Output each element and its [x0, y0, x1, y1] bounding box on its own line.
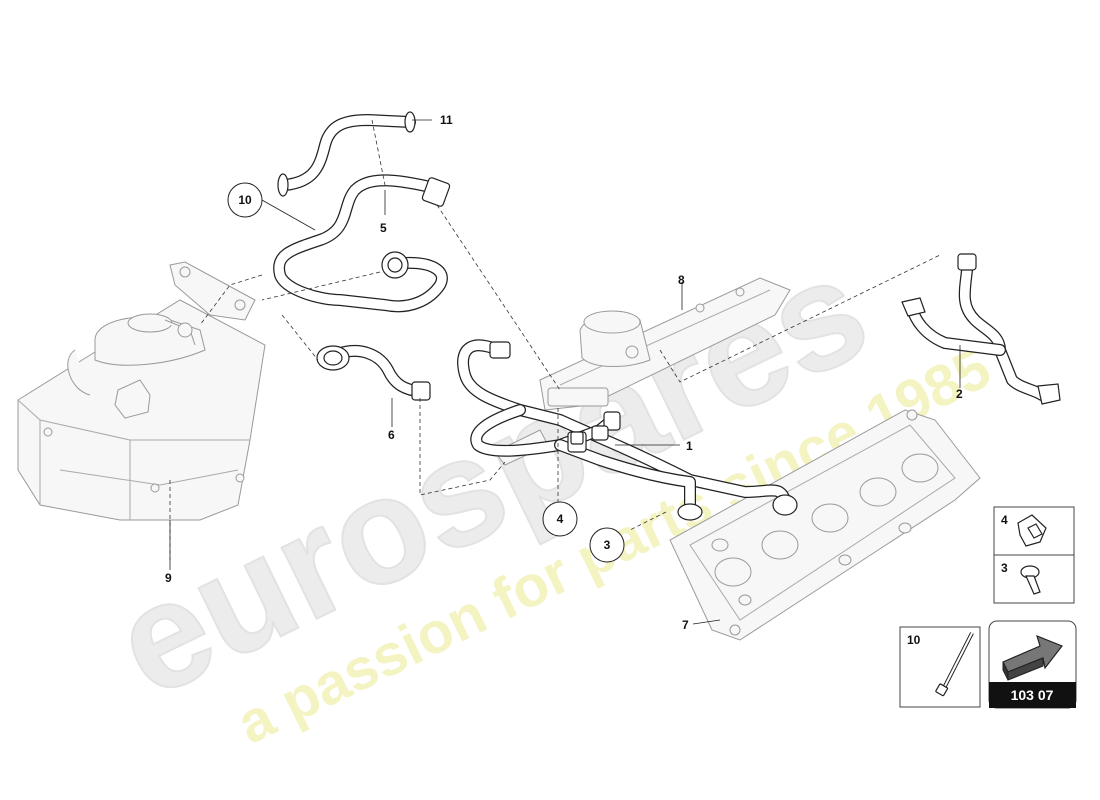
callouts: 11 5 10 8 2 6 1 4 3 7 9: [165, 113, 963, 632]
callout-11: 11: [440, 113, 453, 127]
legend-label-10: 10: [907, 633, 921, 647]
page-reference: 103 07: [1011, 687, 1054, 703]
cable-tie-icon: [935, 632, 974, 697]
part-6-hose: [316, 345, 431, 401]
part-9-reservoir: [17, 261, 266, 521]
callout-4: 4: [557, 512, 564, 526]
callout-1: 1: [686, 439, 693, 453]
small-parts: [570, 431, 584, 445]
page-reference-badge[interactable]: 103 07: [988, 620, 1077, 709]
callout-7: 7: [682, 618, 689, 632]
callout-8: 8: [678, 273, 685, 287]
callout-2: 2: [956, 387, 963, 401]
callout-3-circle: [589, 527, 625, 563]
callout-4-circle: [542, 501, 578, 537]
part-7-cylinder-head-cover: [669, 409, 981, 641]
callout-5: 5: [380, 221, 387, 235]
legend-label-4: 4: [1001, 513, 1008, 527]
part-2-hose: [901, 253, 1061, 405]
arrow-icon: [1002, 634, 1063, 681]
leader-lines: [169, 119, 961, 625]
callout-3: 3: [604, 538, 611, 552]
legend-label-3: 3: [1001, 561, 1008, 575]
part-1-hose-assembly: [457, 339, 798, 521]
part-5-hose: [273, 174, 451, 313]
callout-10: 10: [238, 193, 252, 207]
head-cover-ports: [711, 453, 939, 606]
clip-icon: [1017, 514, 1047, 547]
legend-panel: 4 3 10 103 07: [899, 506, 1077, 709]
part-11-hose: [277, 111, 416, 197]
bolt-icon: [1020, 565, 1041, 595]
part-8-oil-separator: [494, 277, 791, 466]
callout-9: 9: [165, 571, 172, 585]
callout-10-circle: [227, 182, 263, 218]
callout-6: 6: [388, 428, 395, 442]
